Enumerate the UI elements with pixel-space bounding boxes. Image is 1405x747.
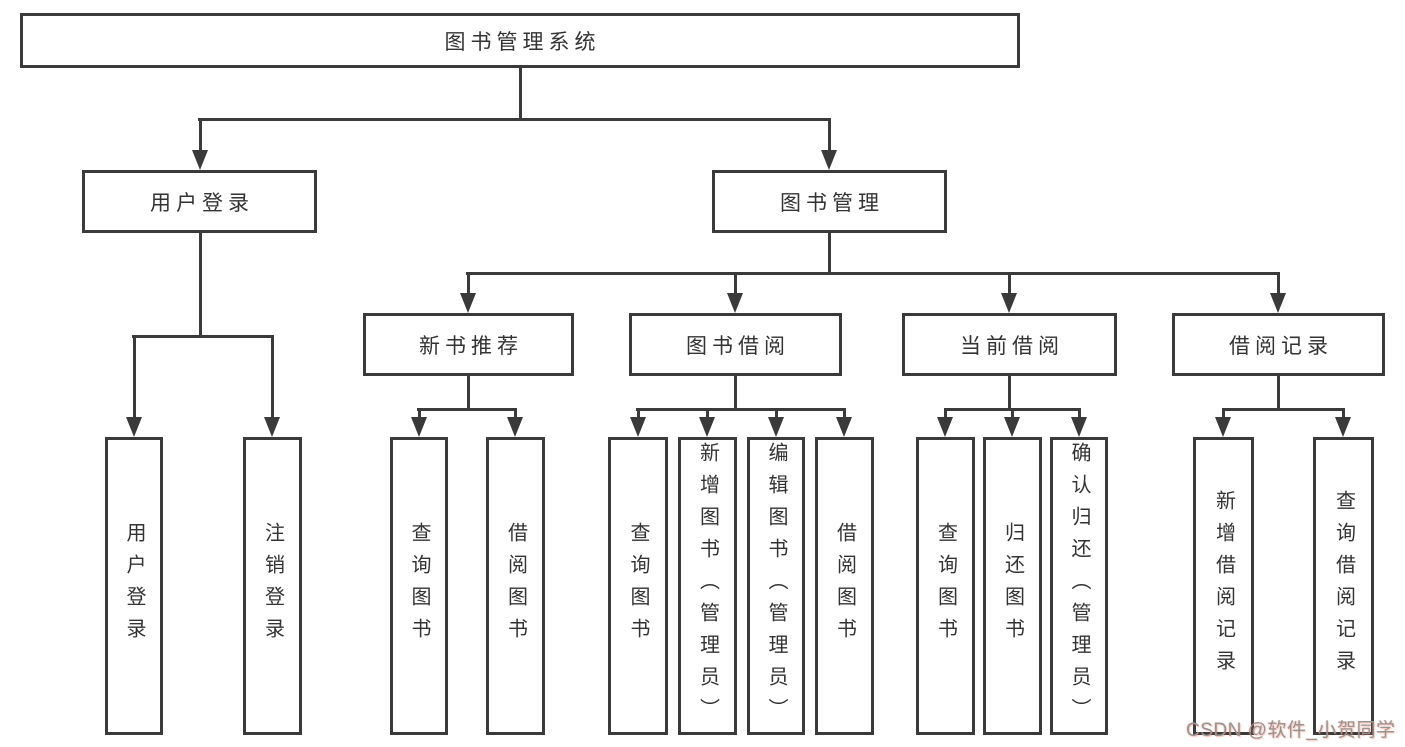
connector-v-line <box>775 408 778 419</box>
leaf-query-books-2: 查询图书 <box>608 437 668 735</box>
node-label: 借阅图书 <box>504 522 527 650</box>
connector-v-line <box>1222 408 1225 419</box>
connector-v-line <box>199 233 202 337</box>
leaf-edit-book-admin: 编辑图书（管理员） <box>747 437 805 735</box>
node-label: 查询借阅记录 <box>1332 490 1355 682</box>
arrowhead-down-icon <box>630 417 646 437</box>
arrowhead-down-icon <box>699 417 715 437</box>
connector-v-line <box>828 233 831 274</box>
node-label: 新增借阅记录 <box>1212 490 1235 682</box>
arrowhead-down-icon <box>1215 417 1231 437</box>
node-label: 当前借阅 <box>960 334 1064 358</box>
node-new-book-recommendation: 新书推荐 <box>363 313 574 376</box>
node-label: 图书管理系统 <box>444 30 601 54</box>
connector-v-line <box>944 408 947 419</box>
connector-v-line <box>514 408 517 419</box>
leaf-return-books: 归还图书 <box>983 437 1042 735</box>
connector-v-line <box>418 408 421 419</box>
connector-v-line <box>828 118 831 152</box>
node-library-management-system: 图书管理系统 <box>20 13 1020 68</box>
arrowhead-down-icon <box>507 417 523 437</box>
connector-h-line <box>636 408 846 411</box>
node-label: 查询图书 <box>408 522 430 650</box>
arrowhead-down-icon <box>1335 417 1351 437</box>
arrowhead-down-icon <box>264 417 280 437</box>
arrowhead-down-icon <box>836 417 852 437</box>
node-label: 图书管理 <box>780 191 884 215</box>
node-label: 图书借阅 <box>686 334 790 358</box>
node-label: 新增图书（管理员） <box>696 442 719 730</box>
leaf-user-login: 用户登录 <box>105 437 163 735</box>
arrowhead-down-icon <box>411 417 427 437</box>
connector-h-line <box>1222 408 1345 411</box>
arrowhead-down-icon <box>727 293 743 313</box>
node-book-borrowing: 图书借阅 <box>629 313 842 376</box>
connector-v-line <box>467 272 470 295</box>
arrowhead-down-icon <box>1270 293 1286 313</box>
arrowhead-down-icon <box>460 293 476 313</box>
arrowhead-down-icon <box>192 150 208 170</box>
connector-v-line <box>467 376 470 410</box>
leaf-query-books-3: 查询图书 <box>916 437 975 735</box>
node-book-management: 图书管理 <box>712 170 947 233</box>
node-current-borrowing: 当前借阅 <box>902 313 1117 376</box>
connector-h-line <box>198 118 831 121</box>
node-label: 借阅记录 <box>1229 334 1333 358</box>
arrowhead-down-icon <box>1001 293 1017 313</box>
connector-v-line <box>637 408 640 419</box>
leaf-borrow-books: 借阅图书 <box>486 437 545 735</box>
node-borrowing-records: 借阅记录 <box>1172 313 1385 376</box>
connector-v-line <box>1277 376 1280 410</box>
connector-v-line <box>734 376 737 410</box>
connector-v-line <box>1008 376 1011 410</box>
node-label: 确认归还（管理员） <box>1068 442 1090 730</box>
connector-v-line <box>1008 272 1011 295</box>
node-label: 用户登录 <box>150 191 254 215</box>
connector-v-line <box>133 335 136 419</box>
arrowhead-down-icon <box>1071 417 1087 437</box>
node-label: 新书推荐 <box>419 334 523 358</box>
connector-v-line <box>519 68 522 121</box>
arrowhead-down-icon <box>821 150 837 170</box>
connector-v-line <box>1078 408 1081 419</box>
node-label: 归还图书 <box>1001 522 1024 650</box>
node-label: 查询图书 <box>934 522 957 650</box>
node-label: 查询图书 <box>627 522 649 650</box>
leaf-add-borrow-record: 新增借阅记录 <box>1193 437 1254 735</box>
leaf-borrow-books-2: 借阅图书 <box>815 437 874 735</box>
connector-h-line <box>466 272 1280 275</box>
node-label: 编辑图书（管理员） <box>765 442 787 730</box>
leaf-query-borrow-record: 查询借阅记录 <box>1313 437 1374 735</box>
arrowhead-down-icon <box>1004 417 1020 437</box>
watermark-csdn: CSDN @软件_小贺同学 <box>1186 720 1396 741</box>
leaf-add-book-admin: 新增图书（管理员） <box>678 437 737 735</box>
node-label: 注销登录 <box>261 522 284 650</box>
arrowhead-down-icon <box>768 417 784 437</box>
arrowhead-down-icon <box>126 417 142 437</box>
connector-v-line <box>271 335 274 419</box>
node-label: 借阅图书 <box>833 522 856 650</box>
connector-v-line <box>734 272 737 295</box>
connector-v-line <box>706 408 709 419</box>
connector-h-line <box>132 335 274 338</box>
connector-v-line <box>1011 408 1014 419</box>
leaf-query-books: 查询图书 <box>390 437 448 735</box>
connector-v-line <box>1342 408 1345 419</box>
leaf-logout-login: 注销登录 <box>243 437 302 735</box>
node-label: 用户登录 <box>123 522 145 650</box>
node-user-login: 用户登录 <box>82 170 317 233</box>
connector-v-line <box>199 118 202 152</box>
leaf-confirm-return-admin: 确认归还（管理员） <box>1050 437 1108 735</box>
arrowhead-down-icon <box>937 417 953 437</box>
connector-v-line <box>843 408 846 419</box>
connector-v-line <box>1277 272 1280 295</box>
